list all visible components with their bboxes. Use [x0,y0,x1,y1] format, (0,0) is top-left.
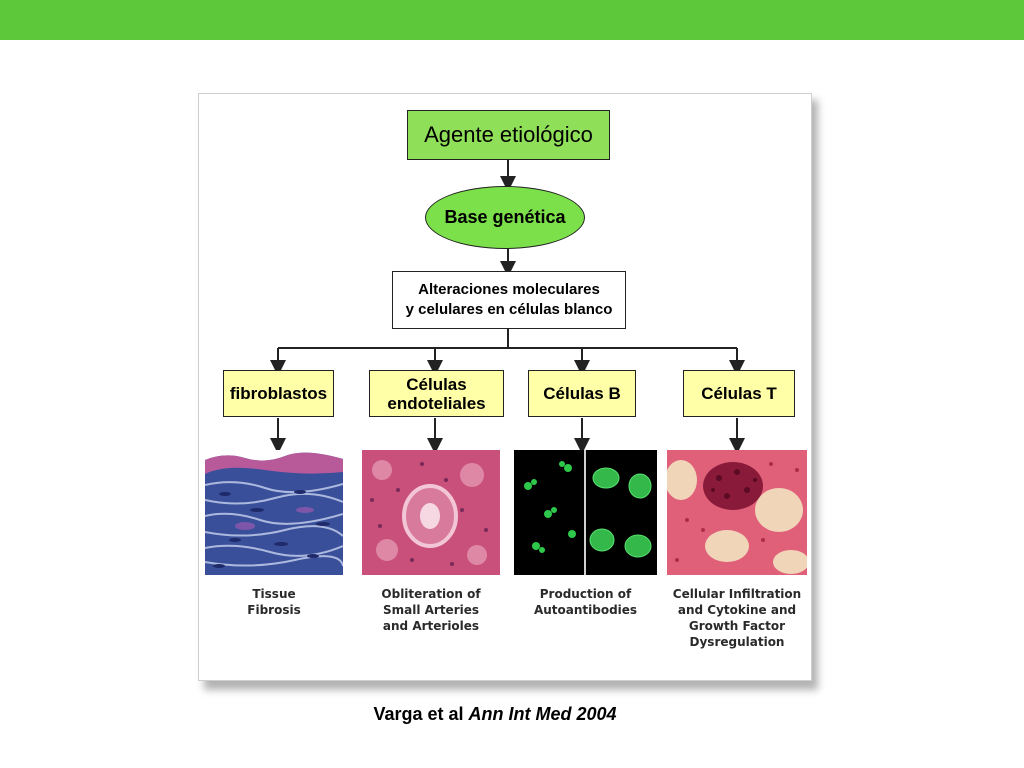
caption-arteries: Obliteration of Small Arteries and Arter… [362,586,500,634]
caption-line: Autoantibodies [533,603,638,617]
caption-line: Production of [539,587,632,601]
connector-lines [270,160,745,454]
caption-line: Obliteration of [381,587,481,601]
micrograph-tissue-fibrosis [205,450,343,575]
cell-box-fibroblasts: fibroblastos [223,370,334,417]
cell-box-b-cells: Células B [528,370,636,417]
cell-box-endothelial: Células endoteliales [369,370,504,417]
citation-journal: Ann Int Med 2004 [468,704,617,724]
citation-authors: Varga et al [373,704,464,724]
micrograph-infiltration [667,450,807,575]
micrograph-autoantibodies [514,450,657,575]
caption-line: Tissue [252,587,296,601]
caption-line: and Cytokine and [677,603,797,617]
cell-label-line-1: fibroblastos [229,384,328,403]
agent-box: Agente etiológico [407,110,610,160]
cell-box-t-cells: Células T [683,370,795,417]
caption-tissue-fibrosis: Tissue Fibrosis [205,586,343,618]
caption-line: and Arterioles [382,619,480,633]
cell-label-line-1: Células [406,374,467,394]
genetic-ellipse: Base genética [425,186,585,249]
caption-line: Growth Factor [688,619,786,633]
caption-line: Cellular Infiltration [672,587,802,601]
caption-line: Small Arteries [382,603,480,617]
caption-line: Fibrosis [247,603,301,617]
micrograph-arteries [362,450,500,575]
cell-label-line-2: endoteliales [387,393,486,413]
caption-line: Dysregulation [689,635,785,649]
pathogenesis-diagram: Agente etiológico Base genética Alteraci… [198,93,812,681]
molecular-box: Alteraciones moleculares y celulares en … [392,271,626,329]
molecular-line-2: y celulares en células blanco [405,301,613,318]
caption-autoantibodies: Production of Autoantibodies [514,586,657,618]
citation: Varga et al Ann Int Med 2004 [280,704,710,725]
cell-label-line-1: Células B [543,384,621,403]
molecular-line-1: Alteraciones moleculares [418,281,600,298]
genetic-label: Base genética [444,207,566,227]
agent-label: Agente etiológico [424,122,593,147]
cell-label-line-1: Células T [701,384,777,403]
top-bar [0,0,1024,40]
caption-infiltration: Cellular Infiltration and Cytokine and G… [667,586,807,650]
